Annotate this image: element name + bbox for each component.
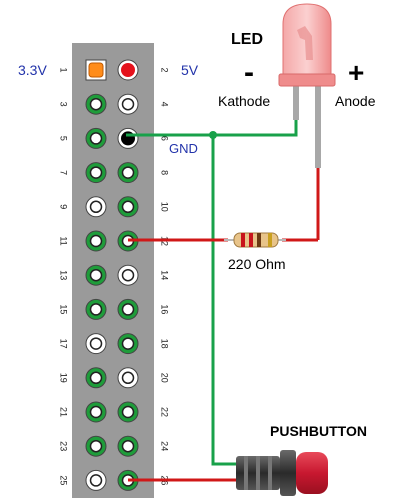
pin-left-11 — [85, 230, 107, 252]
pin-left-3 — [85, 93, 107, 115]
pin-right-16 — [117, 298, 139, 320]
pin-number-right-14: 14 — [160, 270, 170, 280]
pin-left-17 — [85, 333, 107, 355]
resistor-label: 220 Ohm — [228, 256, 286, 272]
gnd-junction — [209, 131, 217, 139]
pin-number-left-9: 9 — [59, 204, 69, 209]
pin-left-23 — [85, 435, 107, 457]
pin-right-20 — [117, 367, 139, 389]
pin-right-18 — [117, 333, 139, 355]
pin-number-right-24: 24 — [160, 441, 170, 451]
pin-number-left-1: 1 — [59, 67, 69, 72]
plus-sign: + — [348, 57, 364, 88]
pin-right-4 — [117, 93, 139, 115]
pin-right-2 — [117, 59, 139, 81]
pin-number-right-2: 2 — [160, 67, 170, 72]
pin-left-7 — [85, 162, 107, 184]
pin-right-10 — [117, 196, 139, 218]
pin-number-right-20: 20 — [160, 373, 170, 383]
anode-label: Anode — [335, 93, 376, 109]
pin-right-6 — [117, 127, 139, 149]
pin-number-right-4: 4 — [160, 102, 170, 107]
led — [278, 3, 336, 168]
pin-number-left-15: 15 — [59, 304, 69, 314]
kathode-label: Kathode — [218, 93, 270, 109]
gpio-header — [72, 43, 154, 498]
pin-left-21 — [85, 401, 107, 423]
pin-left-1 — [85, 59, 107, 81]
pushbutton-label: PUSHBUTTON — [270, 423, 367, 439]
pin-left-25 — [85, 469, 107, 491]
gnd-wire — [126, 118, 298, 137]
pin-number-left-3: 3 — [59, 102, 69, 107]
pin-number-right-16: 16 — [160, 304, 170, 314]
pin-right-8 — [117, 162, 139, 184]
label-3v3: 3.3V — [18, 62, 47, 78]
pin-right-14 — [117, 264, 139, 286]
pin-number-left-23: 23 — [59, 441, 69, 451]
pin-number-left-17: 17 — [59, 339, 69, 349]
label-5v: 5V — [181, 62, 199, 78]
pin-number-right-22: 22 — [160, 407, 170, 417]
pin-left-13 — [85, 264, 107, 286]
pin-number-right-18: 18 — [160, 339, 170, 349]
led-title: LED — [231, 31, 263, 48]
gpio-pins — [85, 59, 139, 491]
pin-number-left-21: 21 — [59, 407, 69, 417]
minus-sign: - — [244, 56, 254, 89]
pin-left-9 — [85, 196, 107, 218]
pin-left-5 — [85, 127, 107, 149]
pin-left-15 — [85, 298, 107, 320]
pin-number-right-10: 10 — [160, 202, 170, 212]
pin-number-left-19: 19 — [59, 373, 69, 383]
resistor — [224, 232, 286, 248]
pushbutton — [236, 450, 328, 496]
pin-number-left-13: 13 — [59, 270, 69, 280]
pin-number-left-25: 25 — [59, 475, 69, 485]
pin-number-left-11: 11 — [59, 236, 69, 245]
pin-number-right-6: 6 — [160, 136, 170, 141]
gnd-to-button-wire — [211, 135, 238, 466]
pin-left-19 — [85, 367, 107, 389]
pin-number-right-8: 8 — [160, 170, 170, 175]
label-gnd: GND — [169, 141, 198, 156]
pin-right-24 — [117, 435, 139, 457]
pin-right-22 — [117, 401, 139, 423]
pin-number-left-7: 7 — [59, 170, 69, 175]
pin-number-left-5: 5 — [59, 136, 69, 141]
